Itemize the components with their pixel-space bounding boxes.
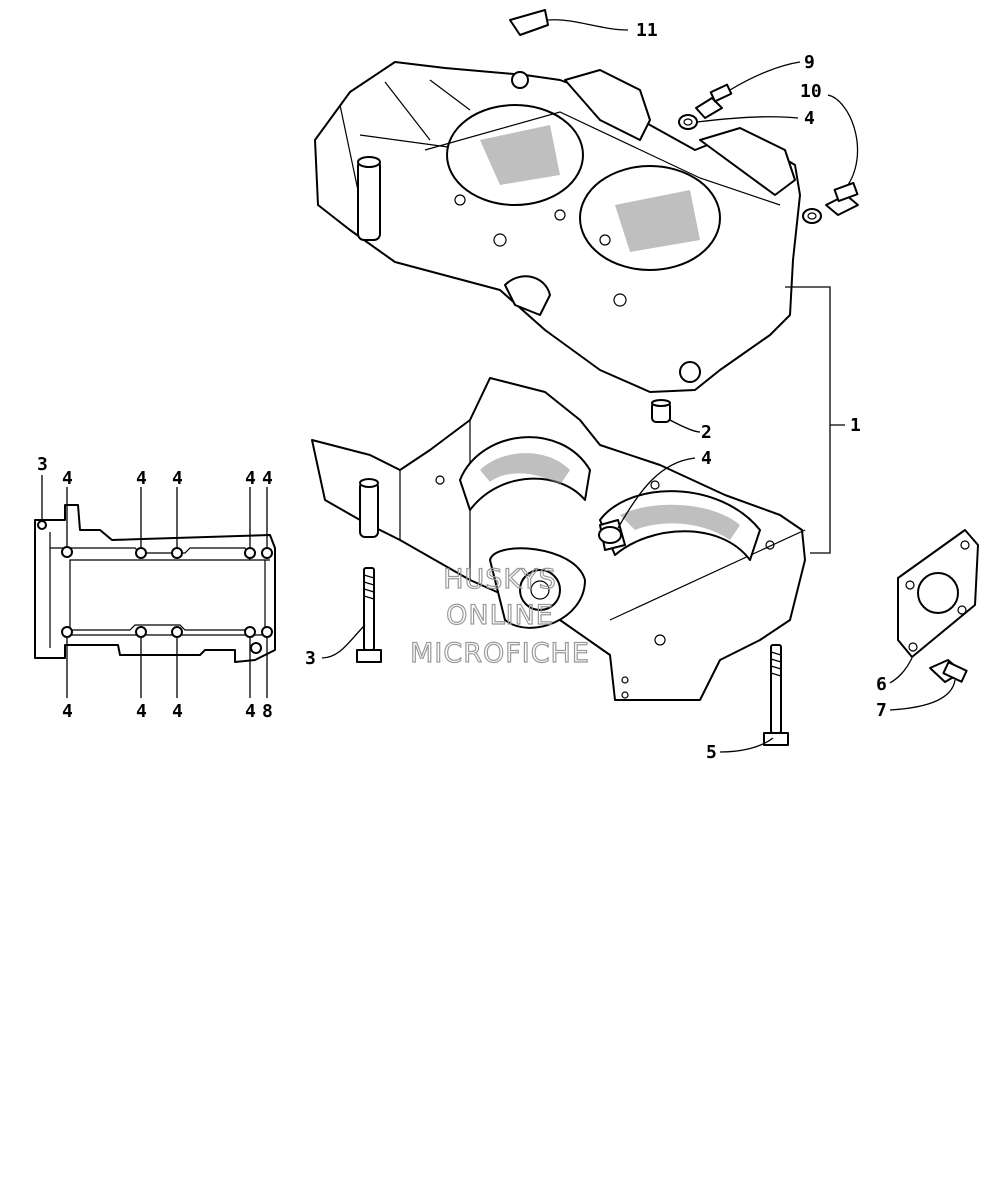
callout-4-top-1: 4 — [62, 468, 73, 489]
bolt-9 — [695, 83, 733, 119]
watermark: HUSKYS ONLINE MICROFICHE — [409, 563, 590, 669]
watermark-line-2: ONLINE — [446, 600, 554, 631]
callout-4-top-4: 4 — [245, 468, 256, 489]
callout-1: 1 — [850, 415, 861, 436]
callout-4-top-3: 4 — [172, 468, 183, 489]
callout-8: 7 — [876, 700, 887, 721]
dowel-pin-2 — [651, 399, 671, 423]
stud-bolt-4 — [763, 644, 789, 746]
callout-6: 4 — [804, 108, 815, 129]
bolt-10 — [825, 181, 859, 216]
callout-3-diagram: 3 — [305, 648, 316, 669]
callout-10: 10 — [800, 81, 822, 102]
washer-6b — [802, 208, 822, 224]
callout-11: 11 — [636, 20, 658, 41]
callout-labels: 11 9 10 4 2 1 4 3 5 6 7 3 4 4 4 4 4 4 4 … — [37, 20, 887, 763]
watermark-line-1: HUSKYS — [443, 564, 557, 595]
callout-4-bottom-5: 8 — [262, 701, 273, 722]
flange-plate-7 — [897, 529, 979, 658]
callout-4-bottom-3: 4 — [172, 701, 183, 722]
callout-9: 9 — [804, 52, 815, 73]
callout-4-diagram: 5 — [706, 742, 717, 763]
bolt-8 — [929, 659, 968, 683]
bolt-pattern-gasket — [34, 504, 276, 663]
washer-6 — [678, 114, 698, 130]
callout-4-bottom-4: 4 — [245, 701, 256, 722]
callout-4-top-2: 4 — [136, 468, 147, 489]
callout-5: 4 — [701, 448, 712, 469]
watermark-line-3: MICROFICHE — [410, 638, 590, 669]
callout-4-top-5: 4 — [262, 468, 273, 489]
leader-lines — [41, 19, 956, 753]
stud-bolt-3 — [356, 567, 382, 663]
callout-3-pattern: 3 — [37, 454, 48, 475]
upper-crankcase — [314, 61, 801, 393]
cover-plate-11 — [509, 9, 549, 36]
callout-4-bottom-1: 4 — [62, 701, 73, 722]
callout-2: 2 — [701, 422, 712, 443]
callout-7: 6 — [876, 674, 887, 695]
callout-4-bottom-2: 4 — [136, 701, 147, 722]
